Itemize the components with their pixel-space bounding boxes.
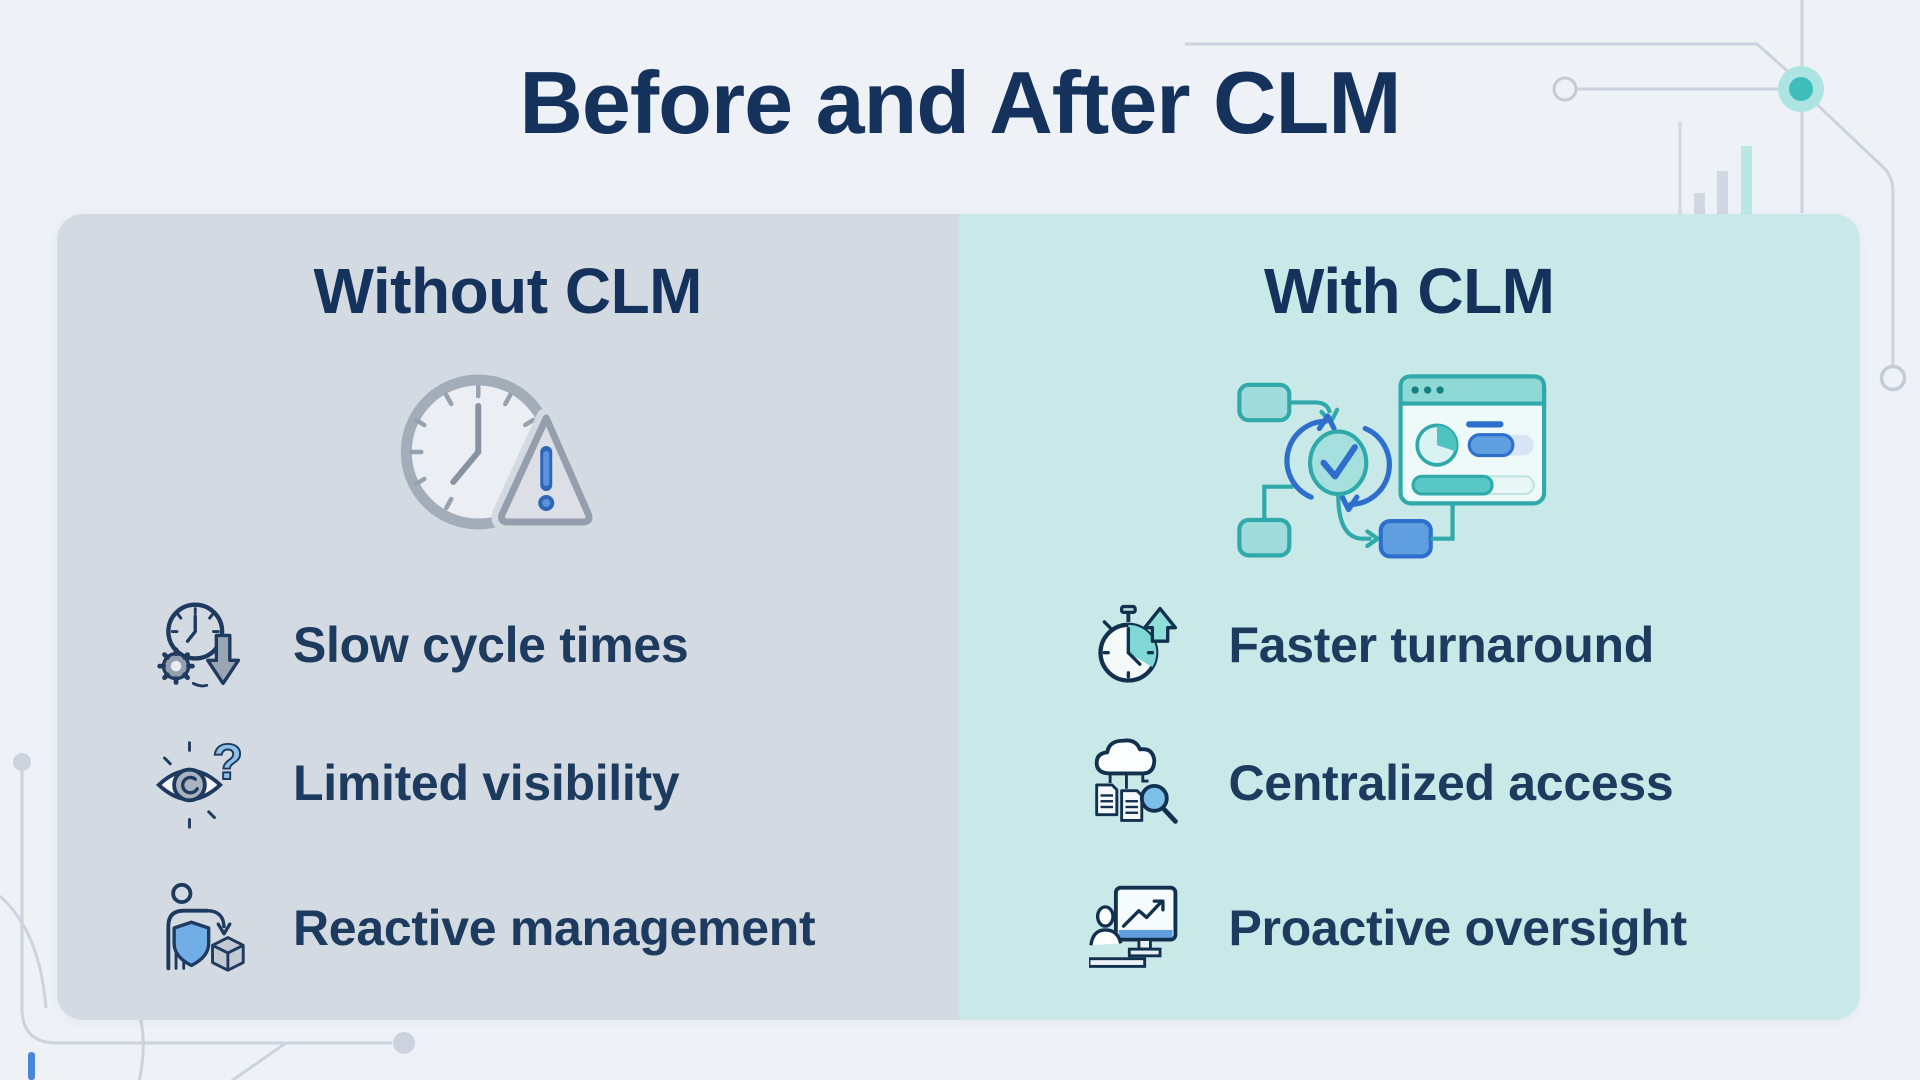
comparison-panels: Without CLM <box>57 214 1860 1020</box>
list-item-label: Proactive oversight <box>1228 900 1688 956</box>
list-item-label: Limited visibility <box>293 755 680 811</box>
mini-bar-chart-icon <box>1694 146 1752 214</box>
document <box>1119 789 1143 822</box>
reactive-management-icon <box>153 880 249 976</box>
faster-turnaround-icon <box>1089 597 1185 693</box>
list-item: Slow cycle times <box>153 597 689 693</box>
list-item-label: Centralized access <box>1228 755 1674 811</box>
centralized-access-icon <box>1089 735 1185 831</box>
decor-node-dot <box>393 1032 415 1054</box>
decor-line <box>0 894 48 1009</box>
dashboard-window <box>1398 374 1547 506</box>
panel-without-header: Without CLM <box>313 255 703 327</box>
workflow-dashboard-icon <box>959 364 1861 572</box>
decor-blue-tick <box>28 1052 35 1080</box>
list-item: Centralized access <box>1089 735 1674 831</box>
slow-cycle-icon <box>153 597 249 693</box>
list-item-label: Faster turnaround <box>1228 617 1655 673</box>
decor-node-circle <box>1879 364 1907 392</box>
list-item: Faster turnaround <box>1089 597 1655 693</box>
page-title: Before and After CLM <box>519 53 1401 152</box>
panel-without-clm: Without CLM <box>57 214 959 1020</box>
magnifier <box>1139 783 1178 824</box>
svg-text:?: ? <box>213 735 244 790</box>
exclamation-mark <box>537 446 554 511</box>
gear <box>157 647 195 685</box>
proactive-oversight-icon <box>1088 880 1185 976</box>
decor-node-dot <box>13 753 31 771</box>
box-cube <box>211 936 245 972</box>
list-item: ? Limited visibility <box>153 735 680 831</box>
panel-with-header: With CLM <box>1264 255 1555 327</box>
panel-with-clm: With CLM <box>958 214 1861 1020</box>
list-item: Proactive oversight <box>1088 880 1688 976</box>
list-item: Reactive management <box>153 880 816 976</box>
document <box>1094 783 1118 817</box>
list-item-label: Reactive management <box>293 900 816 956</box>
clock-warning-icon <box>57 364 959 556</box>
decor-line <box>230 1041 287 1080</box>
decor-line <box>137 1015 145 1080</box>
limited-visibility-icon: ? <box>153 735 249 831</box>
list-item-label: Slow cycle times <box>293 617 689 673</box>
